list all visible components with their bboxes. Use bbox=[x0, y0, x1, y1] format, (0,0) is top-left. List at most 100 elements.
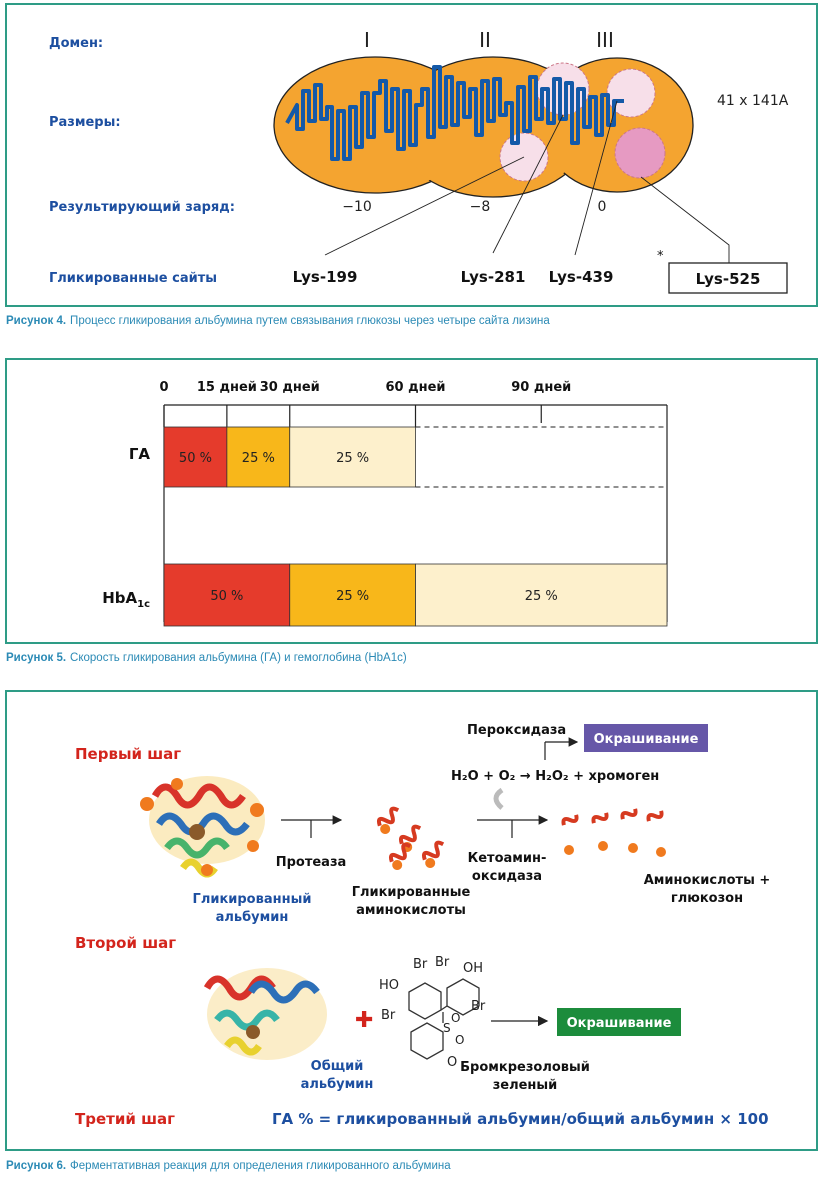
hba1c-sub: 1c bbox=[137, 599, 150, 610]
bar-0-segment-2 bbox=[289, 426, 416, 488]
site-lys439: Lys-439 bbox=[549, 268, 614, 286]
glycated-albumin-protein-icon bbox=[140, 776, 265, 878]
bar-0-segment-1 bbox=[226, 426, 291, 488]
glycation-site-circle-4 bbox=[614, 127, 666, 179]
glycated-amino-acids-icon bbox=[372, 804, 453, 875]
row-label-size: Размеры: bbox=[49, 115, 121, 130]
site-lys199: Lys-199 bbox=[293, 268, 358, 286]
bar-0-label-2: 25 % bbox=[336, 451, 369, 466]
x-tick-label-0: 0 bbox=[159, 380, 168, 395]
bar-0-label-0: 50 % bbox=[179, 451, 212, 466]
chem-o-3: O bbox=[447, 1055, 457, 1070]
leader-line-lys281 bbox=[492, 114, 564, 254]
leader-line-lys525 bbox=[640, 176, 730, 263]
figure6-panel: Первый шаг Второй шаг Третий шаг Перокси… bbox=[5, 690, 818, 1151]
charge-domain-2: −8 bbox=[470, 199, 491, 215]
protease-label: Протеаза bbox=[276, 855, 347, 870]
x-tick-label-4: 90 дней bbox=[511, 380, 571, 395]
step3-label: Третий шаг bbox=[75, 1110, 175, 1128]
figure5-caption: Рисунок 5.Скорость гликирования альбумин… bbox=[6, 652, 407, 664]
bar-0-segment-0 bbox=[163, 426, 228, 488]
figure5-caption-prefix: Рисунок 5. bbox=[6, 652, 67, 664]
total-albumin-label-2: альбумин bbox=[301, 1077, 374, 1092]
figure6-caption-text: Ферментативная реакция для определения г… bbox=[70, 1160, 451, 1172]
bar-1-segment-2 bbox=[415, 563, 668, 627]
chem-br-2: Br bbox=[435, 955, 450, 970]
charge-domain-3: 0 bbox=[598, 199, 607, 215]
domain-label-1: I bbox=[364, 28, 370, 52]
x-tick-label-1: 15 дней bbox=[197, 380, 257, 395]
figure6-caption-prefix: Рисунок 6. bbox=[6, 1160, 67, 1172]
recycle-arrow-icon bbox=[493, 787, 504, 810]
figure5-caption-text: Скорость гликирования альбумина (ГА) и г… bbox=[70, 652, 407, 664]
staining-label-1: Окрашивание bbox=[594, 732, 699, 747]
bar-1-label-1: 25 % bbox=[336, 589, 369, 604]
hba1c-main: HbA bbox=[102, 589, 137, 607]
figure4-caption-prefix: Рисунок 4. bbox=[6, 315, 67, 327]
site-lys281: Lys-281 bbox=[461, 268, 526, 286]
leader-line-lys199 bbox=[324, 156, 525, 256]
category-label-hba1c: HbA1c bbox=[102, 589, 150, 610]
ketoamine-label-2: оксидаза bbox=[472, 869, 542, 884]
peroxidase-label: Пероксидаза bbox=[467, 723, 566, 738]
staining-label-2: Окрашивание bbox=[567, 1016, 672, 1031]
ga-formula: ГА % = гликированный альбумин/общий альб… bbox=[272, 1110, 769, 1128]
staining-box-green bbox=[557, 1008, 681, 1036]
step1-label: Первый шаг bbox=[75, 745, 181, 763]
charge-domain-1: −10 bbox=[342, 199, 372, 215]
leader-line-lys439 bbox=[574, 100, 618, 256]
bromocresol-green-structure-icon bbox=[408, 978, 480, 1060]
glycated-aa-label-2: аминокислоты bbox=[356, 903, 466, 918]
x-tick-label-3: 60 дней bbox=[385, 380, 445, 395]
row-label-domain: Домен: bbox=[49, 36, 103, 51]
aa-glucosone-label-2: глюкозон bbox=[671, 891, 743, 906]
total-albumin-label-1: Общий bbox=[311, 1059, 364, 1074]
bcg-label-2: зеленый bbox=[493, 1078, 558, 1093]
total-albumin-protein-icon bbox=[203, 968, 327, 1060]
bar-1-label-2: 25 % bbox=[525, 589, 558, 604]
domain-label-2: II bbox=[479, 28, 491, 52]
ketoamine-label-1: Кетоамин- bbox=[468, 851, 547, 866]
row-label-sites: Гликированные сайты bbox=[49, 271, 217, 286]
category-label-ga: ГА bbox=[129, 445, 151, 463]
figure4-caption-text: Процесс гликирования альбумина путем свя… bbox=[70, 315, 550, 327]
amino-acids-glucosone-icon bbox=[561, 808, 666, 857]
chem-br-3: Br bbox=[381, 1008, 396, 1023]
enzymatic-reaction-diagram: Первый шаг Второй шаг Третий шаг Перокси… bbox=[75, 723, 771, 1128]
bar-1-label-0: 50 % bbox=[210, 589, 243, 604]
plus-icon: ✚ bbox=[355, 1008, 373, 1033]
chem-o-2: O bbox=[455, 1033, 464, 1047]
chem-s: S bbox=[443, 1021, 451, 1035]
figure4-caption: Рисунок 4.Процесс гликирования альбумина… bbox=[6, 315, 550, 327]
bcg-label-1: Бромкрезоловый bbox=[460, 1060, 590, 1075]
chem-br-1: Br bbox=[413, 957, 428, 972]
x-tick-label-2: 30 дней bbox=[260, 380, 320, 395]
glycated-aa-label-1: Гликированные bbox=[352, 885, 471, 900]
figure4-panel: Домен: Размеры: Результирующий заряд: Гл… bbox=[5, 3, 818, 307]
glycation-site-circle-3 bbox=[606, 68, 656, 118]
aa-glucosone-label-1: Аминокислоты + bbox=[644, 873, 771, 888]
chem-o-1: O bbox=[451, 1011, 460, 1025]
site-lys525: Lys-525 bbox=[696, 270, 761, 288]
asterisk-mark: * bbox=[657, 249, 664, 264]
protein-helix-chain bbox=[285, 65, 624, 161]
staining-box-purple bbox=[584, 724, 708, 752]
albumin-diagram: Домен: Размеры: Результирующий заряд: Гл… bbox=[49, 28, 789, 294]
albumin-molecule-shape bbox=[273, 56, 694, 198]
chem-br-4: Br bbox=[471, 999, 486, 1014]
domain-label-3: III bbox=[596, 28, 614, 52]
site-lys525-box bbox=[668, 262, 788, 294]
bar-0-label-1: 25 % bbox=[242, 451, 275, 466]
glycated-albumin-label-1: Гликированный bbox=[193, 892, 312, 907]
step2-label: Второй шаг bbox=[75, 934, 176, 952]
glycated-albumin-label-2: альбумин bbox=[216, 910, 289, 925]
chem-ho: HO bbox=[379, 978, 399, 993]
row-label-charge: Результирующий заряд: bbox=[49, 200, 235, 215]
figure6-caption: Рисунок 6.Ферментативная реакция для опр… bbox=[6, 1160, 451, 1172]
reaction-equation: H₂O + O₂ → H₂O₂ + хромоген bbox=[451, 769, 659, 784]
chem-oh: OH bbox=[463, 961, 483, 976]
bar-1-segment-0 bbox=[163, 563, 291, 627]
size-value: 41 x 141A bbox=[717, 93, 789, 109]
